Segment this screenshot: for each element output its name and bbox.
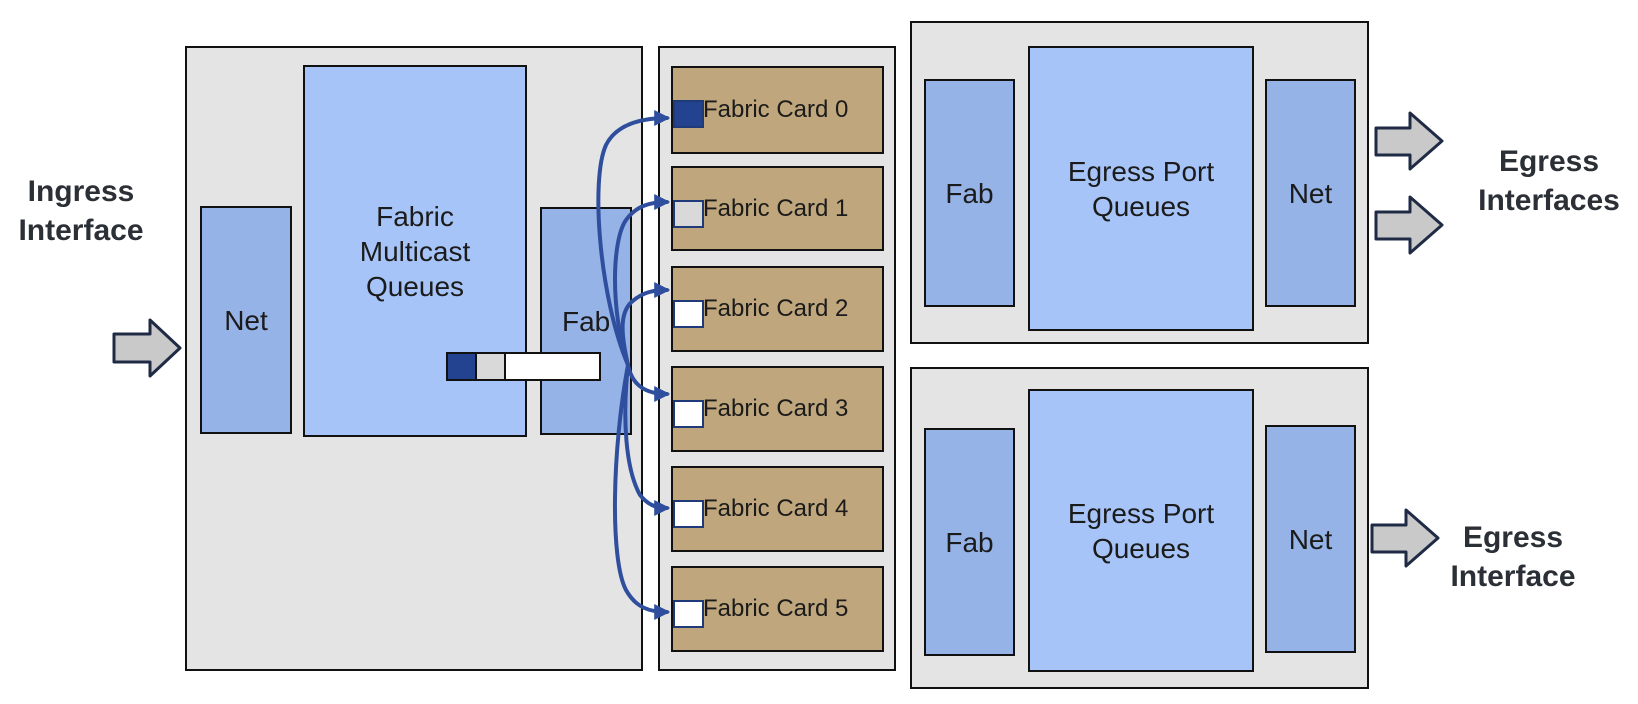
queued-cell-dark	[446, 352, 477, 381]
fabric-card: Fabric Card 4	[671, 466, 884, 552]
ingress-label-line1: Ingress	[27, 175, 135, 208]
egress-top-port-queues: Egress Port Queues	[1028, 46, 1254, 331]
fabric-card-slot	[673, 500, 704, 528]
egress-top-label-line2: Interfaces	[1478, 184, 1620, 217]
queued-cell-empty	[504, 352, 601, 381]
egress-bottom-net-block: Net	[1265, 425, 1356, 653]
egress-interface-label: Egress Interface	[1433, 518, 1593, 596]
replication-arrow-card-2	[620, 282, 671, 367]
fabric-card-slot	[673, 400, 704, 428]
egress-interfaces-label: Egress Interfaces	[1460, 142, 1638, 220]
fabric-card-slot	[673, 300, 704, 328]
fabric-card: Fabric Card 3	[671, 366, 884, 452]
queues-label-line1: Fabric	[376, 201, 454, 232]
fabric-card: Fabric Card 2	[671, 266, 884, 352]
egress-top-queues-line1: Egress Port	[1067, 155, 1215, 187]
fabric-card-label: Fabric Card 2	[703, 295, 849, 322]
queued-cell-grey	[475, 352, 506, 381]
fabric-card: Fabric Card 5	[671, 566, 884, 652]
egress-bottom-fab-label: Fab	[945, 526, 994, 558]
fabric-card-label: Fabric Card 5	[703, 595, 849, 622]
egress-top-queues-line2: Queues	[1091, 190, 1191, 222]
fabric-card-label: Fabric Card 1	[703, 194, 849, 222]
egress-bottom-net-label: Net	[1288, 523, 1333, 555]
fabric-card-slot	[673, 100, 704, 128]
fabric-card-label: Fabric Card 3	[703, 395, 849, 422]
egress-top-fab-block: Fab	[924, 79, 1015, 307]
queues-label-line2: Multicast	[359, 236, 471, 267]
egress-top-label-line1: Egress	[1498, 145, 1600, 178]
egress-top-fab-label: Fab	[945, 177, 994, 209]
queues-label-line3: Queues	[365, 271, 465, 302]
egress-flow-arrow-1	[1374, 111, 1444, 171]
egress-bottom-label-line1: Egress	[1462, 521, 1564, 554]
replication-arrow-card-0	[596, 110, 671, 367]
egress-bottom-fab-block: Fab	[924, 428, 1015, 656]
fabric-card-label: Fabric Card 4	[703, 495, 849, 522]
ingress-label-line2: Interface	[18, 214, 144, 247]
replication-arrow-card-4	[623, 363, 671, 516]
fabric-card-label: Fabric Card 0	[703, 96, 849, 123]
egress-flow-arrow-3	[1370, 508, 1440, 568]
replication-arrow-card-3	[626, 363, 671, 402]
fabric-card-slot	[673, 200, 704, 228]
egress-flow-arrow-2	[1374, 195, 1444, 255]
replication-arrow-card-1	[613, 194, 671, 367]
ingress-interface-label: Ingress Interface	[6, 172, 156, 250]
ingress-flow-arrow	[112, 318, 182, 378]
egress-top-net-label: Net	[1288, 177, 1333, 209]
replication-arrow-card-5	[613, 363, 671, 620]
egress-bottom-queues-line1: Egress Port	[1067, 497, 1215, 529]
fabric-card: Fabric Card 0	[671, 66, 884, 154]
fabric-card-slot	[673, 600, 704, 628]
ingress-net-label: Net	[224, 304, 268, 336]
ingress-fab-label: Fab	[562, 305, 611, 337]
egress-bottom-port-queues: Egress Port Queues	[1028, 389, 1254, 672]
egress-top-net-block: Net	[1265, 79, 1356, 307]
ingress-net-block: Net	[200, 206, 292, 434]
fabric-card: Fabric Card 1	[671, 166, 884, 251]
egress-bottom-label-line2: Interface	[1450, 560, 1576, 593]
egress-bottom-queues-line2: Queues	[1091, 532, 1191, 564]
